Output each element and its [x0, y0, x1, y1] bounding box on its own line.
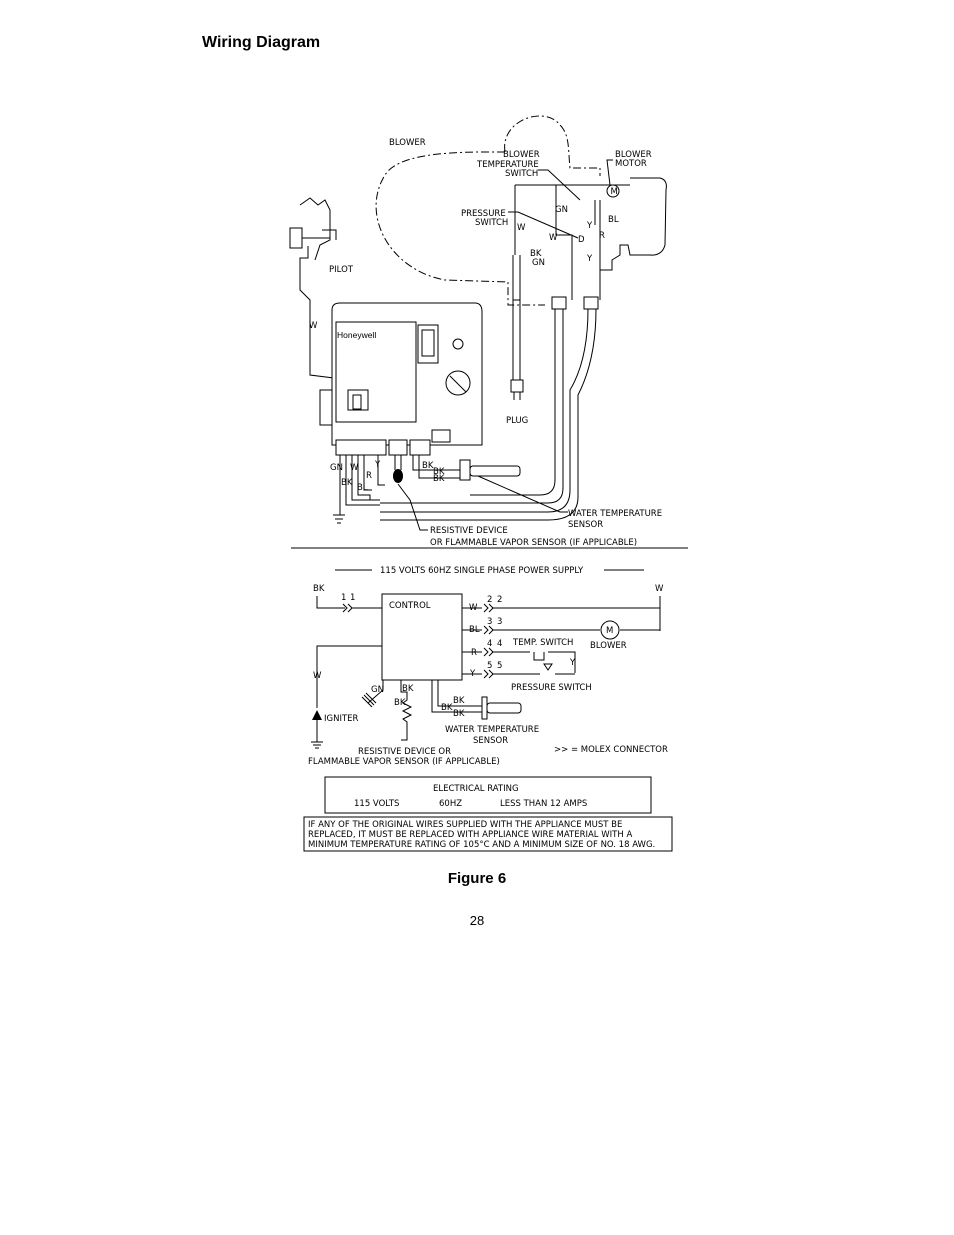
rating-volts: 115 VOLTS — [354, 799, 399, 809]
sch-bk-res1: BK — [402, 684, 414, 694]
sch-bk-ws1: BK — [453, 696, 465, 706]
wire-w-ctrl: W — [350, 463, 359, 473]
pressure-switch-label: PRESSURE SWITCH — [511, 683, 592, 693]
conn-1b: 1 — [350, 593, 355, 603]
sch-w-right: W — [655, 584, 664, 594]
wire-gn-ctrl: GN — [330, 463, 343, 473]
sch-water-sensor-2: SENSOR — [473, 736, 508, 746]
sch-motor: M — [606, 626, 613, 636]
sch-gn: GN — [371, 685, 384, 695]
conn-5a: 5 — [487, 661, 492, 671]
sch-bk-left: BK — [313, 584, 325, 594]
label-blower-motor-2: MOTOR — [615, 159, 647, 169]
wire-d: D — [578, 235, 585, 245]
wire-w-pilot: W — [309, 321, 318, 331]
wire-bk-sensor3: BK — [433, 474, 445, 484]
temp-switch-label: TEMP. SWITCH — [512, 638, 573, 648]
label-pilot: PILOT — [329, 265, 354, 275]
conn-4b: 4 — [497, 639, 502, 649]
pictorial-diagram: M BLOWER BLOWER TEMPERATURE SWITCH BLOWE… — [289, 115, 667, 548]
sch-r: R — [471, 648, 477, 658]
schematic-diagram: 115 VOLTS 60HZ SINGLE PHASE POWER SUPPLY… — [308, 566, 668, 767]
control-label: CONTROL — [389, 601, 431, 611]
wire-y-top2: Y — [586, 254, 593, 264]
sch-y2: Y — [569, 658, 576, 668]
label-blower-temp-2: TEMPERATURE — [476, 160, 539, 170]
sch-w-left: W — [313, 671, 322, 681]
sch-resistive-2: FLAMMABLE VAPOR SENSOR (IF APPLICABLE) — [308, 757, 500, 767]
page-number: 28 — [469, 913, 485, 928]
conn-3a: 3 — [487, 617, 492, 627]
conn-3b: 3 — [497, 617, 502, 627]
label-pressure-2: SWITCH — [475, 218, 508, 228]
wire-r-ctrl: R — [366, 471, 372, 481]
wire-replacement-notice: IF ANY OF THE ORIGINAL WIRES SUPPLIED WI… — [303, 816, 673, 852]
label-resistive-1: RESISTIVE DEVICE — [430, 526, 508, 536]
wire-y-top: Y — [586, 221, 593, 231]
wire-gn-top: GN — [555, 205, 568, 215]
rating-amps: LESS THAN 12 AMPS — [500, 799, 587, 809]
motor-symbol: M — [611, 187, 618, 197]
wire-bk-sensor2: BK — [433, 467, 445, 477]
wire-bk-ctrl: BK — [341, 478, 353, 488]
label-blower-temp-3: SWITCH — [505, 169, 538, 179]
sch-blower-label: BLOWER — [590, 641, 627, 651]
label-water-sensor-1: WATER TEMPERATURE — [568, 509, 662, 519]
rating-hz: 60HZ — [439, 799, 462, 809]
figure-caption: Figure 6 — [447, 870, 507, 887]
wire-bk-top: BK — [530, 249, 542, 259]
notice-line-1: IF ANY OF THE ORIGINAL WIRES SUPPLIED WI… — [308, 820, 622, 830]
wire-bk-sensor1: BK — [422, 461, 434, 471]
sch-water-sensor-1: WATER TEMPERATURE — [445, 725, 539, 735]
electrical-rating: ELECTRICAL RATING 115 VOLTS 60HZ LESS TH… — [324, 776, 652, 814]
sch-bk-ws2: BK — [441, 703, 453, 713]
sch-resistive-1: RESISTIVE DEVICE OR — [358, 747, 451, 757]
wire-bl-ctrl: BL — [357, 483, 368, 493]
label-blower-temp-1: BLOWER — [503, 150, 540, 160]
wire-w-top2: W — [549, 233, 558, 243]
conn-2a: 2 — [487, 595, 492, 605]
page-title: Wiring Diagram — [202, 34, 321, 51]
label-plug: PLUG — [506, 416, 528, 426]
label-blower: BLOWER — [389, 138, 426, 148]
wire-bl-top: BL — [608, 215, 619, 225]
label-water-sensor-2: SENSOR — [568, 520, 603, 530]
conn-5b: 5 — [497, 661, 502, 671]
molex-legend: >> = MOLEX CONNECTOR — [554, 745, 668, 755]
honeywell-logo: Honeywell — [337, 330, 376, 340]
sch-bk-ws3: BK — [453, 709, 465, 719]
wire-w-top1: W — [517, 223, 526, 233]
label-resistive-2: OR FLAMMABLE VAPOR SENSOR (IF APPLICABLE… — [430, 538, 637, 548]
wire-gn-top2: GN — [532, 258, 545, 268]
wire-r-top: R — [599, 231, 605, 241]
rating-title: ELECTRICAL RATING — [433, 784, 519, 794]
sch-bk-res2: BK — [394, 698, 406, 708]
label-pressure-1: PRESSURE — [461, 209, 506, 219]
conn-1a: 1 — [341, 593, 346, 603]
wire-y-ctrl: Y — [374, 460, 381, 470]
supply-label: 115 VOLTS 60HZ SINGLE PHASE POWER SUPPLY — [380, 566, 584, 576]
notice-line-3: MINIMUM TEMPERATURE RATING OF 105°C AND … — [308, 840, 655, 850]
label-blower-motor-1: BLOWER — [615, 150, 652, 160]
conn-2b: 2 — [497, 595, 502, 605]
igniter-label: IGNITER — [324, 714, 359, 724]
notice-line-2: REPLACED, IT MUST BE REPLACED WITH APPLI… — [308, 830, 632, 840]
conn-4a: 4 — [487, 639, 492, 649]
